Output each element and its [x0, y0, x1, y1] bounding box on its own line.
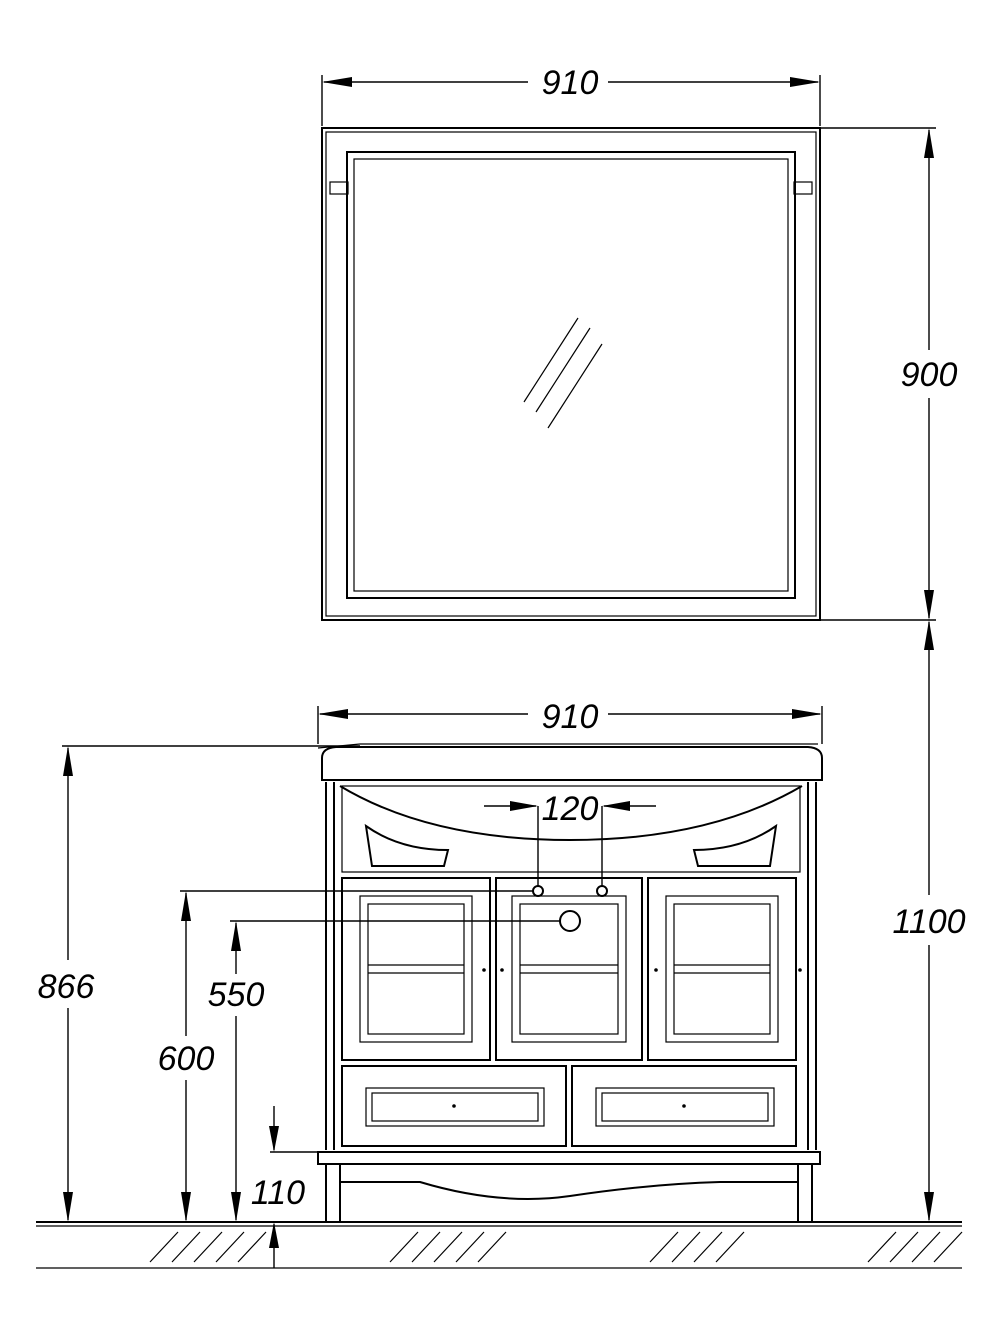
mirror-inner-frame [346, 151, 796, 599]
basin-top [321, 746, 823, 781]
dim-vanity-height: 866 [38, 745, 360, 1222]
vanity [317, 743, 823, 1222]
drain-outlet [559, 910, 581, 932]
dim-faucet-spacing: 120 [484, 790, 656, 886]
label-overall-height: 1100 [892, 903, 965, 941]
floor [36, 1221, 963, 1269]
label-mirror-height: 900 [901, 356, 958, 394]
label-mirror-width: 910 [542, 64, 599, 102]
label-vanity-width: 910 [542, 698, 599, 736]
dim-drain-height: 550 [208, 920, 560, 1222]
water-inlet-left [532, 885, 544, 897]
label-inlet-height: 600 [158, 1040, 215, 1078]
door-right [647, 877, 797, 1061]
dim-mirror-width: 910 [321, 64, 821, 126]
dim-mirror-height: 900 [820, 127, 958, 621]
plinth-apron [340, 1181, 798, 1200]
label-plinth-height: 110 [251, 1174, 305, 1212]
mirror-glass [353, 158, 789, 592]
mirror [321, 127, 821, 621]
mirror-bracket-left [329, 181, 349, 195]
mirror-outer-frame [321, 127, 821, 621]
drawer-left [341, 1065, 567, 1147]
door-center [495, 877, 643, 1061]
mirror-bracket-right [793, 181, 813, 195]
dim-vanity-width: 910 [317, 698, 823, 744]
water-inlet-right [596, 885, 608, 897]
apron-ornament-right [692, 823, 778, 867]
drawer-right [571, 1065, 797, 1147]
floor-hatching [149, 1231, 963, 1263]
glass-reflection-marks [523, 317, 603, 429]
basin-bowl [339, 785, 803, 842]
door-left [341, 877, 491, 1061]
dim-inlet-height: 600 [158, 890, 534, 1222]
plinth-top [317, 1151, 821, 1165]
label-drain-height: 550 [208, 976, 265, 1014]
label-faucet-spacing: 120 [542, 790, 599, 828]
apron-ornament-left [364, 823, 450, 867]
apron-panel [341, 785, 801, 873]
dim-plinth-height: 110 [251, 1106, 318, 1268]
label-vanity-height: 866 [38, 968, 95, 1006]
dim-overall-height: 1100 [892, 620, 966, 1222]
